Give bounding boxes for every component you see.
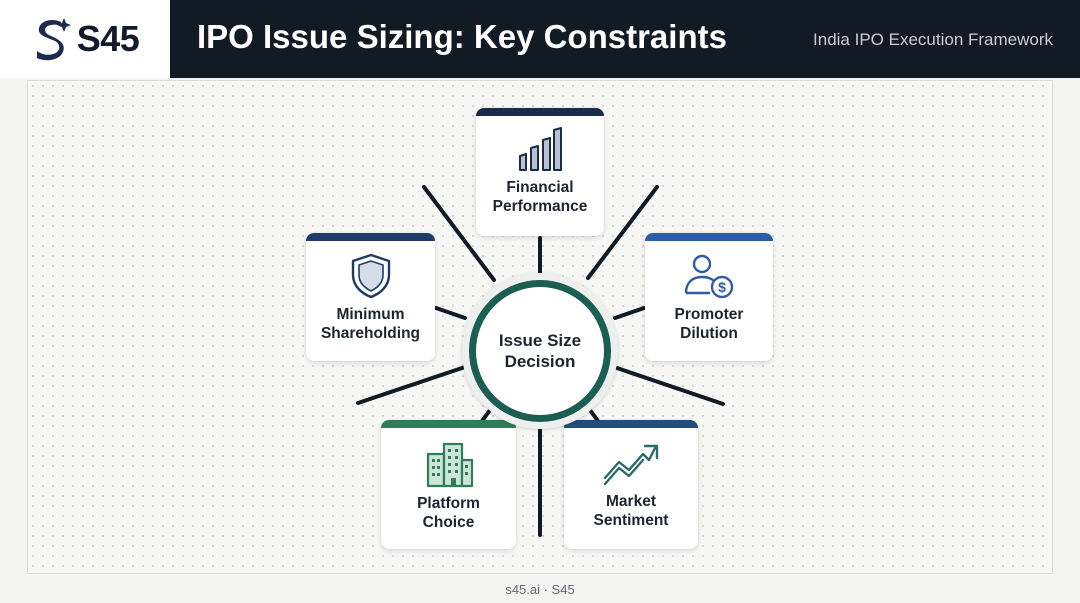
spoke-line: [615, 366, 725, 406]
spoke-line: [356, 365, 467, 405]
node-label: Platform Choice: [417, 495, 480, 531]
trend-up-icon: [603, 444, 659, 486]
node-promoter-dilution[interactable]: $ Promoter Dilution: [645, 233, 773, 361]
person-dollar-icon: $: [684, 254, 734, 299]
card-accent-bar: [306, 233, 435, 241]
bar-chart-icon: [519, 127, 562, 171]
page-subtitle: India IPO Execution Framework: [813, 30, 1053, 49]
card-accent-bar: [476, 108, 604, 116]
spoke-line: [422, 185, 496, 282]
node-minimum-shareholding[interactable]: Minimum Shareholding: [306, 233, 435, 361]
card-accent-bar: [381, 420, 516, 428]
spoke-line: [434, 306, 467, 320]
hub-issue-size-decision[interactable]: Issue Size Decision: [469, 280, 611, 422]
spoke-line: [586, 185, 659, 280]
logo-text: S45: [76, 18, 140, 59]
footer-credit: s45.ai · S45: [505, 582, 575, 597]
svg-text:$: $: [718, 279, 726, 295]
node-platform-choice[interactable]: Platform Choice: [381, 420, 516, 549]
logo[interactable]: S45: [0, 0, 170, 78]
building-icon: [426, 442, 473, 488]
node-financial-performance[interactable]: Financial Performance: [476, 108, 604, 236]
spoke-line: [613, 306, 646, 320]
card-accent-bar: [645, 233, 773, 241]
node-label: Minimum Shareholding: [320, 306, 421, 342]
s45-logo-icon: [36, 18, 71, 61]
node-label: Financial Performance: [492, 179, 588, 215]
page-title: IPO Issue Sizing: Key Constraints: [197, 18, 727, 55]
card-accent-bar: [564, 420, 698, 428]
shield-icon: [351, 253, 390, 299]
node-market-sentiment[interactable]: Market Sentiment: [564, 420, 698, 549]
hub-label-line2: Decision: [504, 352, 576, 371]
node-label: Promoter Dilution: [674, 306, 744, 342]
header-bar: S45 IPO Issue Sizing: Key Constraints In…: [0, 0, 1080, 78]
hub-label-line1: Issue Size: [498, 331, 582, 350]
node-label: Market Sentiment: [593, 493, 669, 529]
